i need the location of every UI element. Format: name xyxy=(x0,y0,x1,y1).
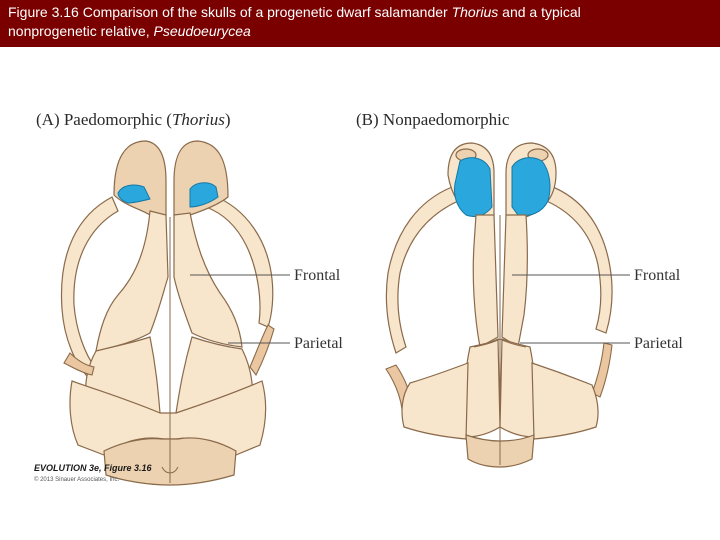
pseudo-right-maxilla xyxy=(542,185,612,333)
skull-thorius xyxy=(61,141,274,485)
panel-a-label: (A) Paedomorphic (Thorius) xyxy=(36,110,231,129)
caption-genus-thorius: Thorius xyxy=(452,4,499,20)
skull-pseudoeurycea xyxy=(386,143,612,467)
pseudo-right-parietal xyxy=(500,339,536,437)
pseudo-parietal-callout: Parietal xyxy=(634,335,683,352)
thorius-parietal-callout: Parietal xyxy=(294,335,343,352)
skull-comparison-figure: (A) Paedomorphic (Thorius) Frontal Parie… xyxy=(0,47,720,540)
thorius-right-frontal xyxy=(174,213,242,347)
figure-caption: Figure 3.16 Comparison of the skulls of … xyxy=(0,0,720,47)
pseudo-left-parietal xyxy=(464,339,500,437)
pseudo-left-highlight xyxy=(454,158,492,217)
pseudo-otic-region-right xyxy=(532,363,598,439)
thorius-right-squamosal xyxy=(250,325,274,375)
pseudo-right-highlight xyxy=(512,158,550,216)
pseudo-left-maxilla xyxy=(386,187,458,353)
thorius-frontal-callout: Frontal xyxy=(294,267,341,284)
thorius-left-premaxilla xyxy=(114,141,166,215)
caption-line-2-text: nonprogenetic relative, xyxy=(8,23,154,39)
thorius-left-frontal xyxy=(96,211,168,351)
caption-line-1: Figure 3.16 Comparison of the skulls of … xyxy=(8,3,712,22)
pseudo-frontal-callout: Frontal xyxy=(634,267,681,284)
caption-genus-pseudoeurycea: Pseudoeurycea xyxy=(154,23,251,39)
panel-b-label: (B) Nonpaedomorphic xyxy=(356,110,510,129)
caption-line-1-text: Figure 3.16 Comparison of the skulls of … xyxy=(8,4,452,20)
pseudo-left-frontal xyxy=(473,215,498,347)
caption-line-1-end: and a typical xyxy=(498,4,581,20)
credit-title: EVOLUTION 3e, Figure 3.16 xyxy=(34,463,153,473)
pseudo-right-squamosal xyxy=(592,343,612,397)
caption-line-2: nonprogenetic relative, Pseudoeurycea xyxy=(8,22,712,41)
pseudo-right-frontal xyxy=(502,215,527,347)
pseudo-otic-region xyxy=(402,363,468,439)
credit-copyright: © 2013 Sinauer Associates, Inc. xyxy=(34,476,119,483)
